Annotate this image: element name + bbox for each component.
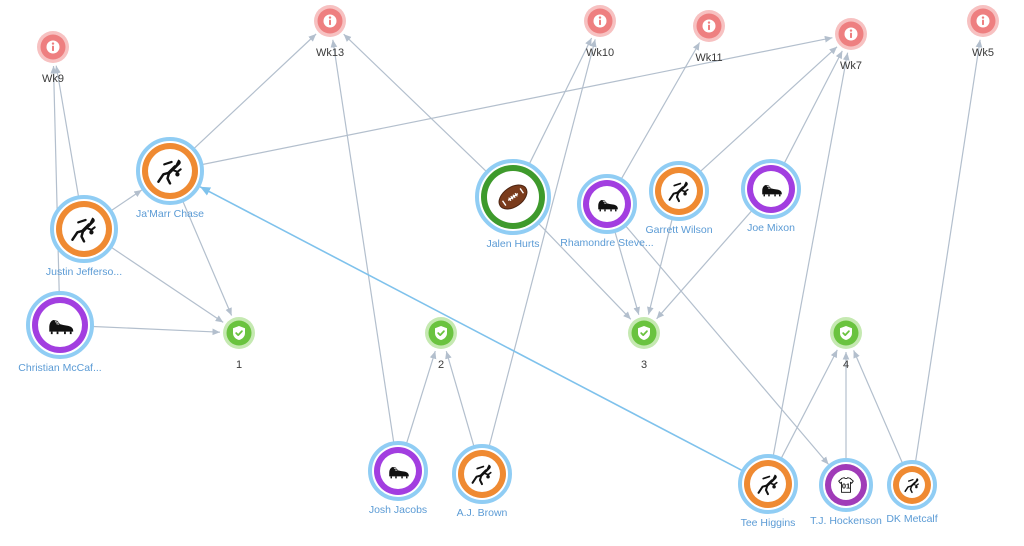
alert-icon	[593, 14, 607, 28]
edge-mixon-to-g3	[656, 210, 753, 320]
edge-chase-to-wk7	[202, 35, 833, 166]
player-node-higgins[interactable]: Tee Higgins	[738, 454, 798, 529]
player-node-steve[interactable]: Rhamondre Steve...	[560, 174, 654, 249]
edge-mccaf-to-g1	[92, 325, 221, 336]
edge-hurts-to-g3	[538, 223, 632, 320]
group-node-label: 2	[438, 359, 444, 371]
jersey-number: 01	[842, 482, 850, 491]
week-node-label: Wk10	[586, 47, 614, 59]
group-node-label: 1	[236, 359, 242, 371]
group-node-g2[interactable]: 2	[425, 317, 457, 371]
group-node-label: 4	[843, 359, 849, 371]
edge-jefferson-to-wk9	[54, 65, 80, 197]
player-node-label: DK Metcalf	[886, 513, 937, 525]
player-node-jefferson[interactable]: Justin Jefferso...	[46, 195, 122, 278]
edge-metcalf-to-g4	[853, 350, 903, 464]
week-node-label: Wk11	[695, 52, 722, 64]
edge-jefferson-to-chase	[111, 189, 143, 211]
player-node-label: Ja'Marr Chase	[136, 208, 204, 220]
edge-jacobs-to-wk13	[330, 39, 395, 443]
player-node-brown[interactable]: A.J. Brown	[452, 444, 512, 519]
edge-higgins-to-g4	[780, 349, 838, 459]
highlighted-edge-higgins-to-chase	[199, 186, 743, 472]
edges-layer	[50, 33, 983, 472]
player-node-label: Christian McCaf...	[18, 362, 101, 374]
player-node-label: Tee Higgins	[741, 517, 796, 529]
player-node-label: Joe Mixon	[747, 222, 795, 234]
alert-icon	[702, 19, 716, 33]
week-node-wk13[interactable]: Wk13	[314, 5, 346, 59]
edge-steve-to-g3	[614, 231, 640, 315]
alert-icon	[46, 40, 60, 54]
edge-mixon-to-wk7	[783, 50, 843, 164]
week-node-wk10[interactable]: Wk10	[584, 5, 616, 59]
player-node-label: Justin Jefferso...	[46, 266, 122, 278]
group-node-label: 3	[641, 359, 647, 371]
alert-icon	[844, 27, 858, 41]
edge-steve-to-hockenson	[625, 225, 829, 465]
edge-steve-to-wk11	[620, 42, 701, 180]
player-node-hockenson[interactable]: 01T.J. Hockenson	[810, 458, 882, 527]
player-node-jacobs[interactable]: Josh Jacobs	[368, 441, 428, 516]
edge-metcalf-to-wk5	[915, 39, 983, 462]
week-node-label: Wk5	[972, 47, 994, 59]
edge-jacobs-to-g2	[406, 350, 437, 444]
player-node-chase[interactable]: Ja'Marr Chase	[136, 137, 204, 220]
player-node-label: A.J. Brown	[457, 507, 508, 519]
player-node-label: Josh Jacobs	[369, 504, 427, 516]
edge-jefferson-to-g1	[111, 246, 224, 323]
player-node-metcalf[interactable]: DK Metcalf	[886, 460, 938, 525]
edge-brown-to-g2	[445, 351, 475, 447]
player-node-mccaf[interactable]: Christian McCaf...	[18, 291, 102, 374]
group-node-g3[interactable]: 3	[628, 317, 660, 371]
player-node-wilson[interactable]: Garrett Wilson	[645, 161, 713, 236]
alert-icon	[323, 14, 337, 28]
player-node-label: Jalen Hurts	[486, 238, 539, 250]
week-node-wk11[interactable]: Wk11	[693, 10, 725, 64]
alert-icon	[976, 14, 990, 28]
player-node-label: T.J. Hockenson	[810, 515, 882, 527]
edge-higgins-to-wk7	[772, 52, 850, 456]
week-node-wk9[interactable]: Wk9	[37, 31, 69, 85]
week-node-label: Wk9	[42, 73, 64, 85]
edge-mccaf-to-wk9	[50, 65, 60, 293]
week-node-label: Wk13	[316, 47, 344, 59]
group-node-g1[interactable]: 1	[223, 317, 255, 371]
edge-wilson-to-g3	[647, 219, 673, 315]
group-node-g4[interactable]: 4	[830, 317, 862, 371]
player-node-label: Garrett Wilson	[645, 224, 712, 236]
player-node-mixon[interactable]: Joe Mixon	[741, 159, 801, 234]
player-node-label: Rhamondre Steve...	[560, 237, 653, 249]
week-node-wk5[interactable]: Wk5	[967, 5, 999, 59]
player-node-hurts[interactable]: Jalen Hurts	[475, 159, 551, 250]
edge-chase-to-g1	[182, 201, 233, 316]
edge-wilson-to-wk7	[699, 46, 838, 172]
week-node-label: Wk7	[840, 60, 862, 72]
edge-hurts-to-wk13	[343, 33, 487, 172]
edge-brown-to-wk10	[488, 39, 597, 447]
edge-chase-to-wk13	[193, 33, 317, 149]
edge-hurts-to-wk10	[528, 37, 593, 165]
week-node-wk7[interactable]: Wk7	[835, 18, 867, 72]
